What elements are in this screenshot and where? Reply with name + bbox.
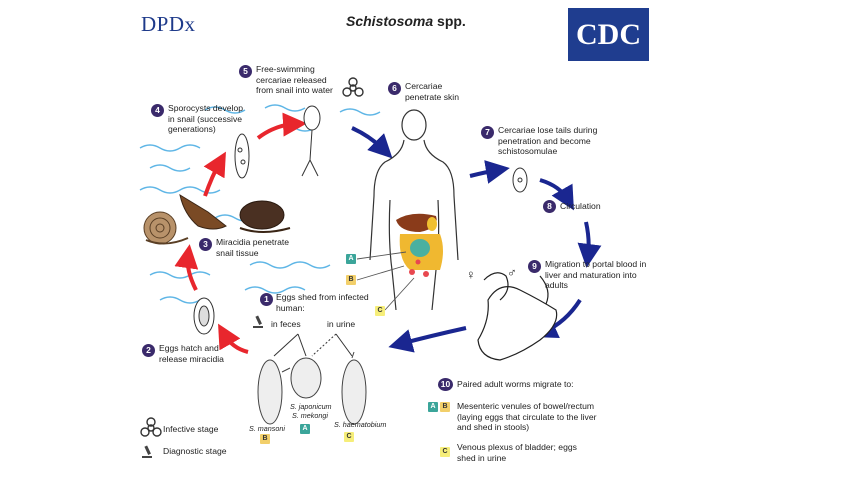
tag-a-organ: A bbox=[346, 254, 356, 264]
step-5-text: Free-swimming cercariae released from sn… bbox=[256, 64, 333, 95]
step-8-text: Circulation bbox=[560, 201, 601, 211]
human-body bbox=[369, 109, 459, 311]
dest-bladder-text: Venous plexus of bladder; eggs shed in u… bbox=[457, 442, 577, 463]
tag-b-organ: B bbox=[346, 275, 356, 285]
cdc-logo-text: CDC bbox=[576, 18, 641, 51]
egg-route-lines bbox=[273, 333, 353, 357]
egg-mekongi-label: S. mekongi bbox=[292, 411, 328, 420]
male-symbol: ♂ bbox=[507, 265, 517, 280]
step-1-text: Eggs shed from infected human: bbox=[276, 292, 369, 313]
miracidium bbox=[193, 297, 215, 335]
adult-worms bbox=[477, 272, 558, 361]
egg-haematobium-label: S. haematobium bbox=[334, 420, 387, 429]
arrow-3 bbox=[174, 244, 199, 291]
arrow-8 bbox=[539, 178, 574, 211]
biohazard-icon bbox=[140, 77, 364, 437]
tag-b-dest: B bbox=[440, 402, 450, 412]
egg-japonicum-label: S. japonicum bbox=[290, 402, 332, 411]
diagram-title: Schistosoma spp. bbox=[346, 13, 466, 29]
step-6-number: 6 bbox=[388, 82, 401, 95]
egg-mansoni-label: S. mansoni bbox=[249, 424, 285, 433]
dpdx-logo: DPDx bbox=[141, 12, 196, 37]
legend-infective-text: Infective stage bbox=[163, 424, 219, 434]
step-4-text: Sporocysts develop in snail (successive … bbox=[168, 103, 243, 134]
arrow-1 bbox=[388, 326, 467, 353]
dpdx-logo-text: DPDx bbox=[141, 12, 196, 36]
step-4-number: 4 bbox=[151, 104, 164, 117]
step-8-number: 8 bbox=[543, 200, 556, 213]
step-9-text: Migration to portal blood in liver and m… bbox=[545, 259, 647, 290]
title-genus: Schistosoma bbox=[346, 13, 434, 29]
step-2-number: 2 bbox=[142, 344, 155, 357]
step-9-number: 9 bbox=[528, 260, 541, 273]
step-3-number: 3 bbox=[199, 238, 212, 251]
step-10-text: Paired adult worms migrate to: bbox=[457, 379, 574, 389]
microscope-icon bbox=[142, 315, 263, 458]
red-cycle-arrows bbox=[174, 112, 307, 354]
tag-c-haematobium: C bbox=[344, 432, 354, 442]
route-urine-label: in urine bbox=[327, 319, 356, 329]
eggs bbox=[257, 351, 367, 425]
arrow-7 bbox=[469, 160, 510, 184]
step-5-number: 5 bbox=[239, 65, 252, 78]
cdc-logo: CDC bbox=[568, 8, 649, 61]
title-rest: spp. bbox=[433, 13, 466, 29]
arrow-4 bbox=[203, 151, 226, 197]
tag-c-organ: C bbox=[375, 306, 385, 316]
arrow-2 bbox=[218, 323, 249, 354]
arrow-6 bbox=[351, 126, 393, 159]
step-7-number: 7 bbox=[481, 126, 494, 139]
arrow-5 bbox=[256, 112, 307, 140]
step-10-number: 10 bbox=[438, 378, 453, 391]
tag-c-dest: C bbox=[440, 447, 450, 457]
tag-a-japonicum: A bbox=[300, 424, 310, 434]
organs bbox=[396, 213, 443, 277]
step-3-text: Miracidia penetrate snail tissue bbox=[216, 237, 290, 258]
dest-mesenteric-text: Mesenteric venules of bowel/rectum (layi… bbox=[457, 401, 597, 432]
tag-a-dest: A bbox=[428, 402, 438, 412]
step-2-text: Eggs hatch and release miracidia bbox=[159, 343, 224, 364]
step-1-number: 1 bbox=[260, 293, 273, 306]
tag-b-mansoni: B bbox=[260, 434, 270, 444]
schistosomula bbox=[512, 167, 528, 193]
arrow-9 bbox=[577, 221, 602, 268]
snails bbox=[143, 193, 291, 245]
free-cercaria bbox=[301, 105, 321, 177]
organ-pointers bbox=[356, 251, 415, 311]
sporocyst bbox=[234, 133, 250, 179]
legend-diagnostic-text: Diagnostic stage bbox=[163, 446, 227, 456]
step-7-text: Cercariae lose tails during penetration … bbox=[498, 125, 598, 156]
female-symbol: ♀ bbox=[466, 267, 476, 282]
route-feces-label: in feces bbox=[271, 319, 301, 329]
step-6-text: Cercariae penetrate skin bbox=[405, 81, 459, 102]
